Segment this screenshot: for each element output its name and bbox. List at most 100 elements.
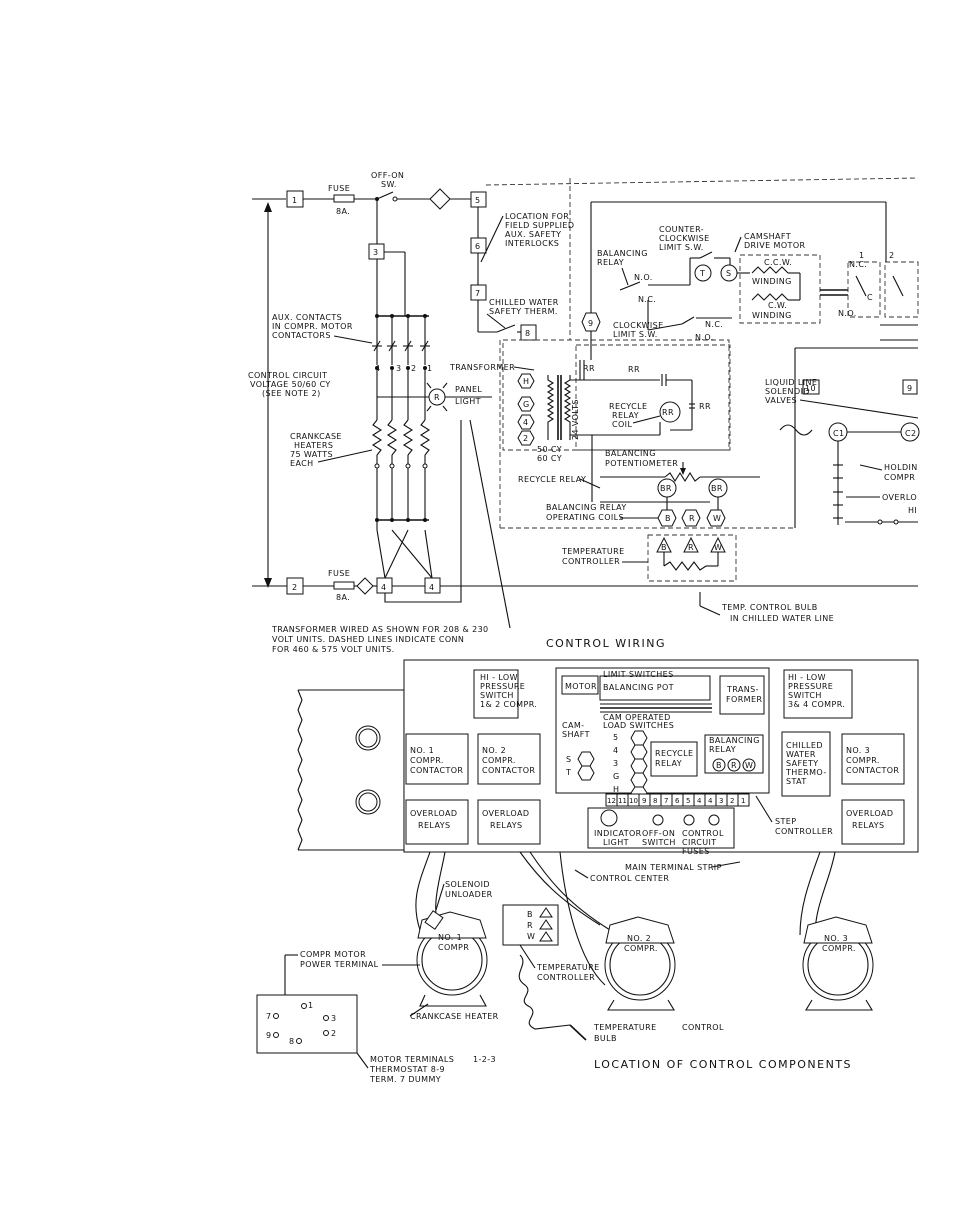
recycle-coil-1: RECYCLE (609, 402, 647, 411)
location-field-1: LOCATION FOR (505, 212, 569, 221)
load-g: G (613, 772, 620, 781)
recycle-1: RECYCLE (655, 749, 693, 758)
overload-relays-1 (405, 799, 469, 845)
tcb-1: TEMPERATURE (593, 1023, 657, 1032)
aux-contacts-1: AUX. CONTACTS (272, 313, 342, 322)
terminal-9-hex-label: 9 (588, 319, 594, 328)
camshaft-motor (561, 675, 599, 695)
terminal-9-hex (581, 312, 601, 332)
overload-relays-3 (841, 799, 905, 845)
compressor-3: NO. 3 COMPR. (802, 916, 874, 1011)
crankcase-4: EACH (290, 459, 314, 468)
recycle-relay-coil (659, 401, 681, 423)
contact-1: 1 (427, 364, 433, 373)
hi-low-switch-12 (473, 669, 519, 719)
r-hex (681, 509, 701, 527)
liquid-line-1: LIQUID LINE (765, 378, 817, 387)
ct2-3: CONTACTOR (482, 766, 535, 775)
transformer-label: TRANSFORMER (449, 363, 515, 372)
terminal-10 (802, 379, 820, 395)
capillary-tube (518, 954, 571, 1030)
terminal-7-label: 7 (475, 289, 481, 298)
cw-nc-label: N.C. (705, 320, 723, 329)
ccw-limit-3: LIMIT S.W. (659, 243, 704, 252)
fuse-icon-2 (708, 814, 720, 826)
cmt-1: COMPR MOTOR (300, 950, 366, 959)
c2-label: C2 (905, 429, 916, 438)
terminal-strip-number: 6 (675, 797, 680, 805)
diamond-junction-bottom (356, 577, 374, 595)
pin-9: 9 (266, 1031, 272, 1040)
terminal-strip-cell (737, 793, 750, 807)
cw-winding-1: C.W. (768, 301, 787, 310)
terminal-strip-number: 11 (618, 797, 627, 805)
recycle-relay-label: RECYCLE RELAY (518, 475, 586, 484)
load-h: H (613, 785, 619, 794)
pin-2: 2 (331, 1029, 337, 1038)
indicator-light-icon (600, 809, 618, 827)
hl34-3: SWITCH (788, 691, 822, 700)
recycle-2: RELAY (655, 759, 682, 768)
crankcase-heaters (371, 368, 431, 522)
trans-1: TRANS- (726, 685, 759, 694)
c2-2: COMPR. (624, 944, 658, 953)
switch-1-no: N.O. (838, 309, 857, 318)
hl34-1: HI - LOW (788, 673, 826, 682)
ol3-1: OVERLOAD (846, 809, 893, 818)
br-coils-2: OPERATING COILS (546, 513, 624, 522)
cw-3: SAFETY (786, 759, 819, 768)
crankcase-2: HEATERS (294, 441, 333, 450)
switch-1-nc: N.C. (849, 260, 867, 269)
hi-label: HI (908, 506, 917, 515)
trans-2: FORMER (726, 695, 762, 704)
recycle-relay-block (650, 741, 698, 777)
mt-2: 1-2-3 (473, 1055, 496, 1064)
terminal-2-label: 2 (292, 583, 298, 592)
balancing-pot-2: POTENTIOMETER (605, 459, 678, 468)
load-3: 3 (613, 759, 619, 768)
terminal-9-label: 9 (907, 384, 913, 393)
control-wiring-title: CONTROL WIRING (546, 637, 666, 650)
balancing-pot-label: BALANCING POT (603, 683, 674, 692)
transformer-note-2: VOLT UNITS. DASHED LINES INDICATE CONN (272, 635, 464, 644)
overload-label: OVERLO (882, 493, 917, 502)
panel-light-label: PANEL (455, 385, 482, 394)
b-hex-label: B (665, 514, 671, 523)
cw-limit-1: CLOCKWISE (613, 321, 664, 330)
terminal-h-label: H (523, 377, 529, 386)
fuse-top (333, 194, 355, 203)
br-no-label: N.O. (634, 273, 653, 282)
mt-3: THERMOSTAT 8-9 (369, 1065, 445, 1074)
tc-tri-w (539, 931, 553, 942)
ct3-3: CONTACTOR (846, 766, 899, 775)
chilled-water-thermostat (781, 731, 831, 797)
tc-label-2: CONTROLLER (537, 973, 595, 982)
fuse-bottom-rating: 8A. (336, 593, 350, 602)
tc-b: B (527, 910, 533, 919)
ind-2: LIGHT (603, 838, 629, 847)
rr-label-3: RR (699, 402, 711, 411)
ct1-1: NO. 1 (410, 746, 434, 755)
control-voltage-1: CONTROL CIRCUIT (248, 371, 327, 380)
transformer-block (719, 675, 765, 715)
liquid-line-2: SOLENOID (765, 387, 810, 396)
t-hex (577, 765, 595, 781)
aux-contacts (372, 314, 430, 370)
terminal-g-label: G (523, 400, 530, 409)
fuse-icon-1 (683, 814, 695, 826)
terminal-strip-number: 3 (719, 797, 723, 805)
c2-1: NO. 2 (627, 934, 651, 943)
terminal-g (517, 396, 535, 412)
ct3-1: NO. 3 (846, 746, 870, 755)
ol2-2: RELAYS (490, 821, 522, 830)
location-field-3: AUX. SAFETY (505, 230, 561, 239)
terminal-h (517, 373, 535, 389)
control-center-label: CONTROL CENTER (590, 874, 669, 883)
s-coil-label: S (726, 269, 731, 278)
cw-limit-2: LIMIT S.W. (613, 330, 658, 339)
load-switch-stack (630, 730, 648, 800)
ccw-winding-1: C.C.W. (764, 258, 792, 267)
su-1: SOLENOID (445, 880, 490, 889)
ccw-limit-1: COUNTER- (659, 225, 704, 234)
temp-bulb-1: TEMP. CONTROL BULB (721, 603, 818, 612)
